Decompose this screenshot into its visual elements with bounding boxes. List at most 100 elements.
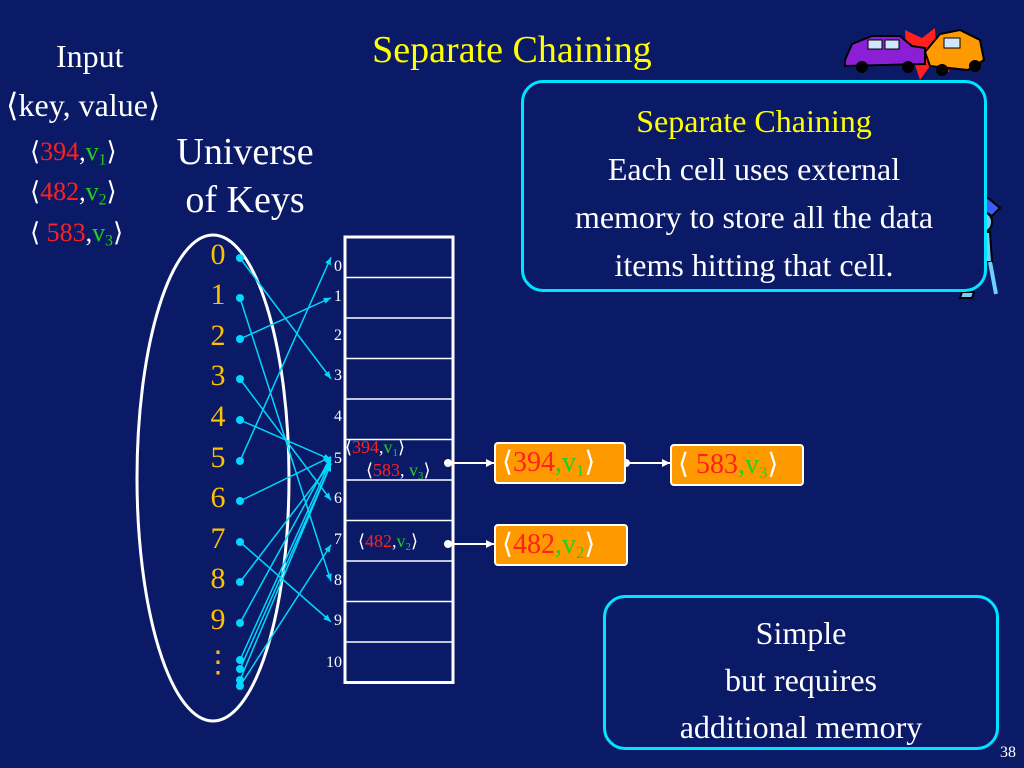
mapping-line <box>239 256 332 462</box>
cell7-entry: ⟨482,v2⟩ <box>358 531 418 554</box>
table-index-3: 3 <box>334 367 342 384</box>
mapping-line <box>239 541 332 623</box>
universe-key-4: 4 <box>210 400 226 433</box>
pair-sub: 2 <box>98 191 107 209</box>
mapping-arrowhead <box>325 573 332 582</box>
pair-key: 583 <box>40 218 86 247</box>
key-dot <box>236 682 244 690</box>
mapping-arrowhead <box>323 297 331 304</box>
key-dot <box>236 375 244 383</box>
input-title: Input <box>56 38 124 74</box>
pair-sub: 3 <box>105 232 113 250</box>
pair-sub: 1 <box>98 151 107 169</box>
note-line-1: Simple <box>755 615 847 651</box>
key-dot <box>236 656 244 664</box>
pair-value: v <box>85 177 99 206</box>
mapping-arrowhead <box>324 492 331 501</box>
table-index-8: 8 <box>334 572 342 589</box>
universe-key-1: 1 <box>210 278 226 311</box>
car-crash-icon <box>844 28 986 80</box>
mapping-line <box>239 456 332 502</box>
key-dot <box>236 254 244 262</box>
entry-sub: 3 <box>418 470 424 483</box>
node-value: v <box>561 529 576 560</box>
entry-value: v <box>383 437 393 457</box>
universe-key-6: 6 <box>210 481 226 514</box>
key-dot <box>236 416 244 424</box>
hash-table <box>343 235 455 684</box>
chain-node-482: ⟨482,v2⟩ <box>494 524 628 566</box>
slide-title: Separate Chaining <box>372 29 652 71</box>
mapping-line <box>239 463 332 681</box>
entry-value: v <box>396 531 406 551</box>
universe-line-1: Universe <box>176 131 314 173</box>
universe-key-7: 7 <box>210 522 226 555</box>
key-dot <box>236 294 244 302</box>
node-value: v <box>561 447 576 478</box>
chain-node-394: ⟨394,v1⟩ <box>494 442 626 484</box>
chain-node-583: ⟨ 583,v3⟩ <box>670 444 804 486</box>
key-dot <box>236 619 244 627</box>
node-sub: 2 <box>575 543 585 563</box>
mapping-arrowhead <box>325 463 332 472</box>
mapping-lines <box>239 256 332 687</box>
entry-sub: 2 <box>405 541 411 554</box>
note-line-2: but requires <box>725 662 877 698</box>
universe-key-3: 3 <box>210 359 226 392</box>
universe-key-0: 0 <box>210 238 226 271</box>
note-box: Simple but requires additional memory <box>603 595 999 750</box>
mapping-arrowhead <box>323 614 331 622</box>
entry-sub: 1 <box>392 447 398 460</box>
mapping-line <box>239 297 332 340</box>
info-heading: Separate Chaining <box>636 103 872 139</box>
info-line-1: Each cell uses external <box>607 151 901 187</box>
universe-line-2: of Keys <box>185 179 305 221</box>
table-index-5: 5 <box>334 450 342 467</box>
key-dot <box>236 497 244 505</box>
node-key: 482 <box>512 529 555 560</box>
key-dot <box>236 676 244 684</box>
arrowhead <box>486 459 494 467</box>
mapping-line <box>239 462 332 583</box>
node-value: v <box>744 449 759 480</box>
mapping-line <box>239 544 332 687</box>
mapping-line <box>239 459 332 661</box>
universe-key-8: 8 <box>210 562 226 595</box>
note-line-3: additional memory <box>679 709 923 745</box>
key-dot <box>236 665 244 673</box>
arrowhead <box>662 459 670 467</box>
input-pair-2: ⟨482,v2⟩ <box>30 177 117 209</box>
arrowhead <box>486 540 494 548</box>
pair-value: v <box>85 137 99 166</box>
pair-key: 482 <box>40 177 80 206</box>
info-line-2: memory to store all the data <box>574 199 934 235</box>
node-sub: 1 <box>575 461 585 481</box>
input-pair-1: ⟨394,v1⟩ <box>30 137 117 169</box>
key-dot <box>236 578 244 586</box>
mapping-line <box>239 456 332 624</box>
key-dot <box>236 457 244 465</box>
entry-value: v <box>409 460 419 480</box>
universe-key-10: ⋮ <box>203 646 233 679</box>
universe-key-5: 5 <box>210 441 226 474</box>
table-index-10: 10 <box>326 654 342 671</box>
table-index-0: 0 <box>334 258 342 275</box>
input-header: ⟨key, value⟩ <box>6 87 161 123</box>
key-dot <box>236 538 244 546</box>
table-border <box>343 235 455 684</box>
mapping-arrowhead <box>325 257 331 266</box>
mapping-arrowhead <box>324 544 331 553</box>
pair-value: v <box>92 218 106 247</box>
universe-label: Universe of Keys <box>160 128 330 224</box>
node-sub: 3 <box>758 463 768 483</box>
info-box: Separate Chaining Each cell uses externa… <box>521 80 987 292</box>
entry-key: 583 <box>373 460 401 480</box>
entry-key: 482 <box>365 531 393 551</box>
entry-key: 394 <box>352 437 380 457</box>
table-index-7: 7 <box>334 531 342 548</box>
table-index-1: 1 <box>334 288 342 305</box>
cell5-entry-1: ⟨394,v1⟩ <box>345 437 405 460</box>
table-index-2: 2 <box>334 327 342 344</box>
page-number: 38 <box>1000 744 1016 761</box>
